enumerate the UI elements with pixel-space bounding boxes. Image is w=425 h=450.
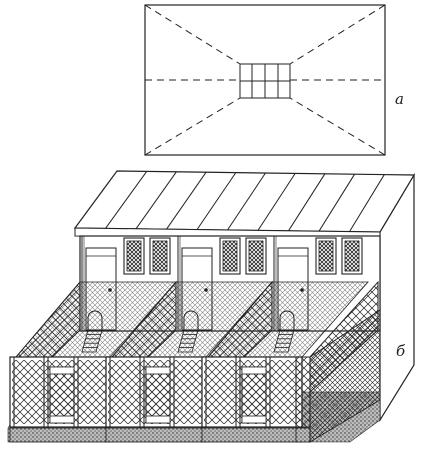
window-lattice — [344, 240, 360, 272]
roof-rib — [288, 173, 326, 232]
gate-bottom-rail — [241, 415, 267, 424]
front-runs — [9, 280, 381, 443]
window-lattice — [126, 240, 142, 272]
window-lattice — [318, 240, 334, 272]
label-a: а — [395, 90, 404, 108]
run-base — [9, 427, 111, 443]
window-lattice — [152, 240, 168, 272]
gate-top-rail — [241, 366, 267, 375]
roof-rib — [105, 171, 148, 229]
gate-top-rail — [49, 366, 75, 375]
run-base — [201, 427, 303, 443]
plan-view — [144, 4, 386, 156]
plan-skylight — [239, 63, 291, 99]
window-lattice — [222, 240, 238, 272]
roof-ribs — [105, 171, 385, 232]
run-enclosure-end — [295, 280, 381, 443]
gate-top-rail — [145, 366, 171, 375]
run-gate — [241, 366, 267, 424]
roof — [73, 170, 416, 233]
run-base — [295, 427, 311, 443]
roof-rib — [135, 171, 177, 230]
gate-bottom-rail — [49, 415, 75, 424]
perspective-view — [7, 170, 416, 443]
roof-rib — [318, 173, 356, 232]
roof-rib — [257, 173, 296, 231]
run-enclosure — [105, 280, 273, 443]
gate-bottom-rail — [145, 415, 171, 424]
run-enclosure — [9, 280, 177, 443]
run-right-side-mesh — [309, 309, 381, 443]
run-base — [105, 427, 207, 443]
roof-rib — [349, 174, 385, 232]
run-gate — [145, 366, 171, 424]
run-end-panel — [295, 356, 311, 428]
window-lattice — [248, 240, 264, 272]
run-enclosure — [201, 280, 369, 443]
roof-rib — [166, 171, 207, 230]
roof-rib — [227, 172, 266, 231]
roof-rib — [196, 172, 237, 230]
run-gate — [49, 366, 75, 424]
label-b: б — [396, 342, 406, 360]
plan-ridge-lines — [144, 4, 386, 156]
